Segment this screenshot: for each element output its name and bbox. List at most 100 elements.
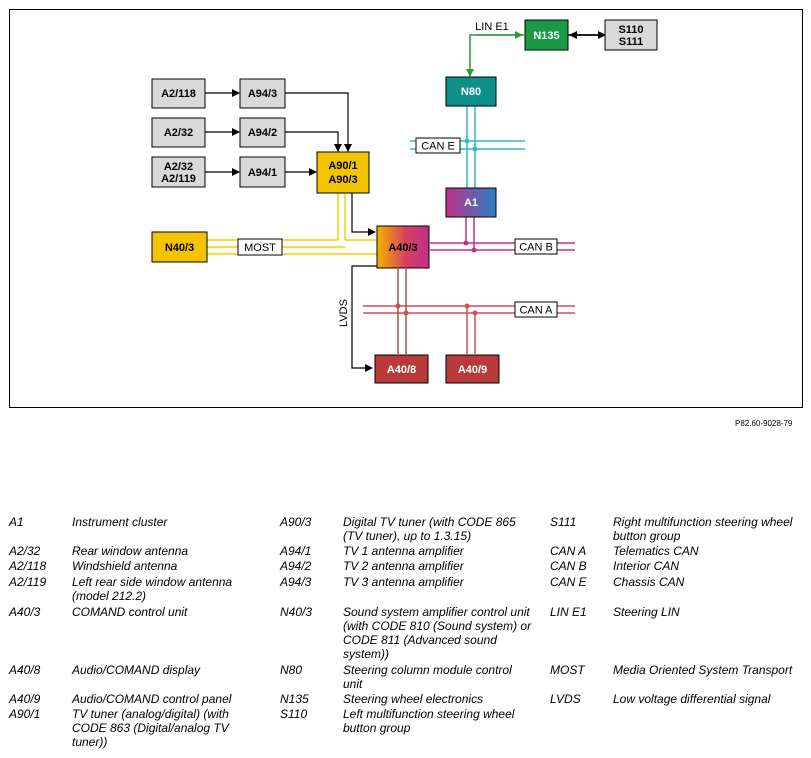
antenna-links	[205, 89, 376, 236]
node-a90: A90/1 A90/3	[316, 151, 370, 194]
node-a90-3-label: A90/3	[328, 174, 357, 186]
node-a94-2: A94/2	[239, 117, 286, 148]
legend-description: Audio/COMAND control panel	[72, 692, 232, 706]
legend-description: TV 1 antenna amplifier	[343, 544, 464, 558]
legend-description: TV tuner (analog/digital) (with CODE 863…	[72, 707, 229, 749]
legend-code: N40/3	[280, 605, 313, 619]
legend-code: CAN A	[550, 544, 587, 558]
label-can-a: CAN A	[514, 301, 558, 318]
node-n135-label: N135	[533, 30, 559, 42]
legend-description: Telematics CAN	[613, 544, 699, 558]
legend-code: MOST	[550, 663, 585, 677]
legend-code: A2/32	[9, 544, 41, 558]
node-s110-s111: S110 S111	[604, 19, 658, 51]
node-a2-118-label: A2/118	[161, 88, 196, 100]
legend-code: A90/3	[280, 515, 312, 529]
node-a94-1-label: A94/1	[248, 167, 277, 179]
lin-e1-line	[466, 31, 524, 77]
legend-description: Steering LIN	[613, 605, 680, 619]
legend-code: CAN E	[550, 575, 587, 589]
node-a90-1-label: A90/1	[328, 160, 357, 172]
node-n80-label: N80	[461, 86, 481, 98]
node-a2-118: A2/118	[151, 78, 206, 109]
node-n135: N135	[524, 19, 569, 51]
label-can-e-text: CAN E	[421, 141, 455, 153]
legend-code: S111	[550, 515, 577, 529]
legend-description: Instrument cluster	[72, 515, 168, 529]
node-a1-label: A1	[464, 197, 478, 209]
legend-code: CAN B	[550, 559, 587, 573]
legend-code: A40/9	[9, 692, 41, 706]
node-a40-9: A40/9	[445, 354, 500, 384]
legend-code: A1	[9, 515, 24, 529]
label-can-b: CAN B	[514, 238, 558, 255]
node-a94-1: A94/1	[239, 156, 286, 188]
node-a40-8-label: A40/8	[387, 364, 416, 376]
figure-reference: P82.60-9028-79	[735, 419, 793, 428]
node-a94-2-label: A94/2	[248, 127, 277, 139]
label-most-text: MOST	[244, 242, 276, 254]
legend-code: A94/3	[280, 575, 312, 589]
legend-description: Steering wheel electronics	[343, 692, 484, 706]
node-a2-32b-label: A2/32	[164, 161, 193, 173]
legend-code: N135	[280, 692, 309, 706]
legend-description: Left multifunction steering wheel button…	[343, 707, 515, 735]
legend-description: TV 2 antenna amplifier	[343, 559, 464, 573]
node-n80: N80	[445, 76, 497, 107]
node-a2-32-a2-119: A2/32 A2/119	[151, 156, 206, 188]
node-a40-9-label: A40/9	[458, 364, 487, 376]
node-n40-3: N40/3	[151, 231, 208, 263]
lvds-link	[351, 265, 377, 372]
label-can-a-text: CAN A	[519, 305, 553, 317]
legend-code: S110	[280, 707, 308, 721]
legend-description: TV 3 antenna amplifier	[343, 575, 464, 589]
label-can-b-text: CAN B	[519, 242, 553, 254]
can-a-node-1	[464, 303, 470, 309]
node-a2-32: A2/32	[151, 117, 206, 148]
diagram-frame	[9, 9, 803, 408]
label-most: MOST	[237, 238, 283, 256]
legend-description: Windshield antenna	[72, 559, 178, 573]
legend-description: COMAND control unit	[72, 605, 188, 619]
can-e-node-2	[472, 146, 478, 152]
node-s111-label: S111	[619, 36, 643, 48]
a40-8-node-1	[395, 303, 401, 309]
legend-code: A40/3	[9, 605, 41, 619]
legend-description: Interior CAN	[613, 559, 680, 573]
legend-description: Audio/COMAND display	[72, 663, 201, 677]
legend-code: LIN E1	[550, 605, 587, 619]
label-lvds-text: LVDS	[338, 299, 350, 327]
node-a94-3: A94/3	[239, 78, 286, 109]
legend-code: A2/119	[9, 575, 47, 589]
label-lin-e1: LIN E1	[472, 20, 512, 33]
node-a40-3-label: A40/3	[388, 242, 417, 254]
label-can-e: CAN E	[415, 137, 461, 154]
legend-code: A94/1	[280, 544, 312, 558]
legend-description: Rear window antenna	[72, 544, 189, 558]
can-b-node-1	[463, 240, 469, 246]
legend-code: A2/118	[9, 559, 47, 573]
node-s110-label: S110	[618, 24, 643, 36]
label-lvds: LVDS	[337, 296, 350, 330]
legend-description: Digital TV tuner (with CODE 865 (TV tune…	[343, 515, 516, 543]
can-a-node-2	[472, 310, 478, 316]
legend-description: Low voltage differential signal	[613, 692, 771, 706]
a40-8-node-2	[403, 310, 409, 316]
node-a94-3-label: A94/3	[248, 88, 277, 100]
can-e-node-1	[464, 138, 470, 144]
legend-description: Media Oriented System Transport	[613, 663, 793, 677]
can-b-node-2	[471, 247, 477, 253]
legend-code: LVDS	[550, 692, 581, 706]
legend-description: Steering column module control unit	[343, 663, 512, 691]
node-a40-3: A40/3	[376, 225, 430, 269]
legend-code: A40/8	[9, 663, 41, 677]
legend-description: Chassis CAN	[613, 575, 685, 589]
label-lin-e1-text: LIN E1	[475, 21, 509, 33]
legend-description: Right multifunction steering wheel butto…	[613, 515, 793, 543]
node-n40-3-label: N40/3	[165, 242, 194, 254]
node-a1: A1	[445, 187, 497, 218]
legend-code: A90/1	[9, 707, 41, 721]
block-diagram: N135 S110 S111 N80 A1 A2/118 A2/32 A2/32…	[9, 9, 803, 408]
node-a40-8: A40/8	[374, 354, 429, 384]
node-a2-32-label: A2/32	[164, 127, 193, 139]
